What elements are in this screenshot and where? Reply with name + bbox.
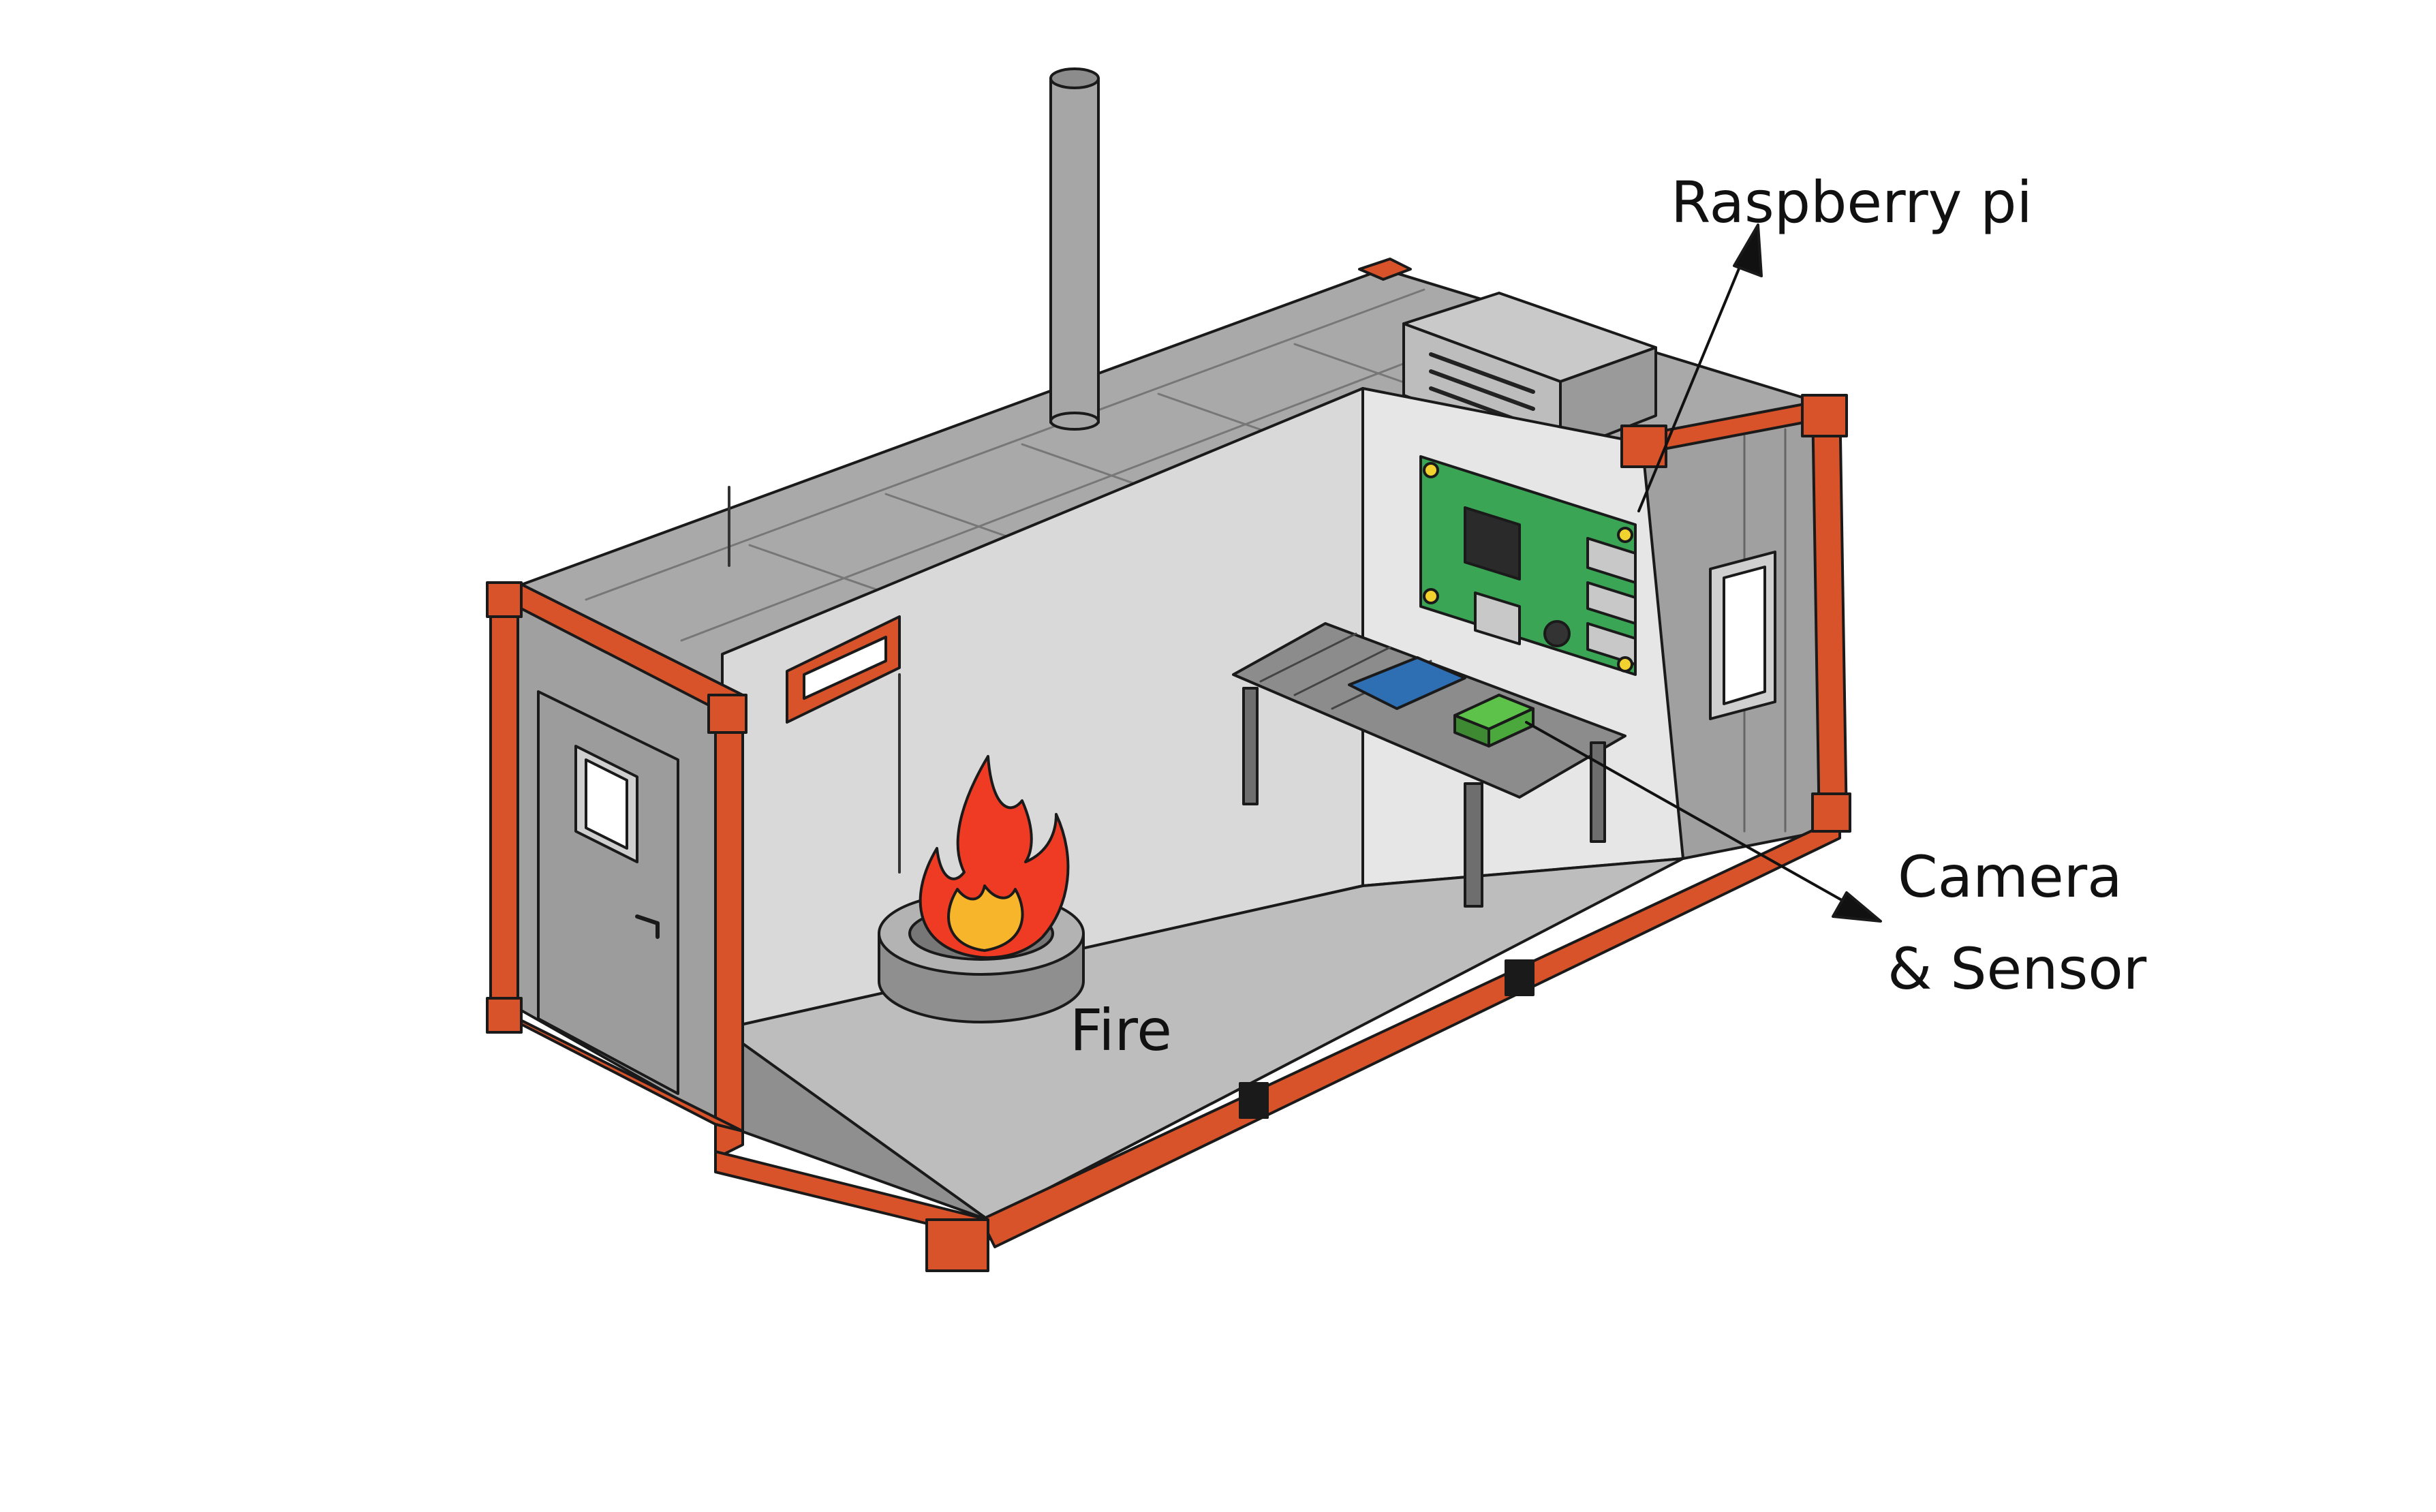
chimney-pipe xyxy=(1049,67,1100,431)
table xyxy=(1232,622,1626,908)
container-frame xyxy=(486,258,1851,1272)
camera-label: Camera xyxy=(1898,844,2123,910)
raspberry-pi-board xyxy=(1419,455,1637,676)
door xyxy=(537,690,679,1095)
fire-label: Fire xyxy=(1070,997,1172,1064)
camera-arrow xyxy=(1525,721,1882,923)
sensor-label: & Sensor xyxy=(1887,936,2147,1002)
interior-floor xyxy=(721,857,1684,1221)
raspberry-pi-label: Raspberry pi xyxy=(1671,169,2033,236)
camera-sensor-module xyxy=(1348,656,1535,747)
flame-icon xyxy=(919,755,1070,959)
raspberry-pi-arrow xyxy=(1637,223,1763,512)
wall-sign xyxy=(786,615,901,874)
